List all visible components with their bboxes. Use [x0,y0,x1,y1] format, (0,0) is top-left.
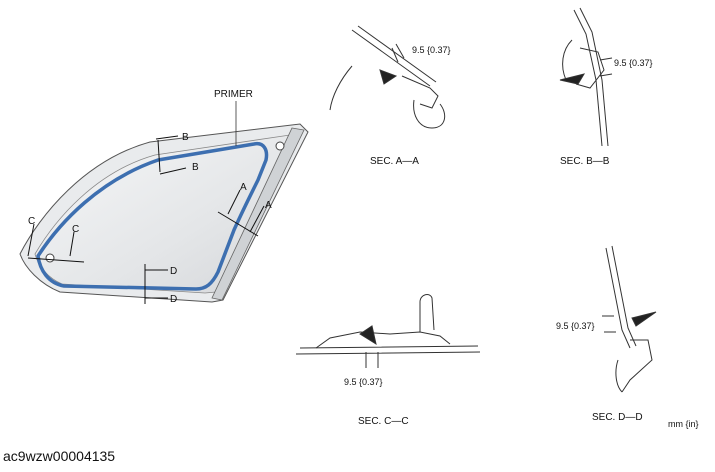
section-bb-dimension: 9.5 {0.37} [614,58,653,68]
section-aa-dimension: 9.5 {0.37} [412,45,451,55]
bolt-lower [45,253,55,263]
callout-d-lower: D [170,294,177,305]
section-cc-dimension: 9.5 {0.37} [344,377,383,387]
section-cut-d [144,264,168,304]
quarter-glass [19,123,309,303]
section-bb-title: SEC. B—B [560,156,610,167]
section-cc-title: SEC. C—C [358,416,409,427]
units-label: mm {in} [668,419,699,429]
section-cut-b [155,135,187,175]
section-bb-drawing [559,7,613,147]
section-dd-drawing [602,245,657,393]
callout-b-upper: B [182,132,189,143]
section-cut-c [27,223,85,263]
callout-c-left: C [28,216,35,227]
primer-label: PRIMER [214,89,253,100]
section-dd-title: SEC. D—D [592,412,643,423]
callout-d-upper: D [170,266,177,277]
callout-a-lower: A [265,200,272,211]
callout-a-upper: A [240,182,247,193]
callout-b-lower: B [192,162,199,173]
section-dd-dimension: 9.5 {0.37} [556,321,595,331]
primer-band [36,141,269,291]
section-aa-drawing [329,25,446,129]
callout-c-right: C [72,224,79,235]
section-cc-drawing [295,294,481,368]
section-aa-title: SEC. A—A [370,156,419,167]
bolt-upper [275,141,285,151]
glass-molding [211,127,305,301]
section-cut-a [217,189,265,237]
image-code: ac9wzw00004135 [3,448,116,464]
